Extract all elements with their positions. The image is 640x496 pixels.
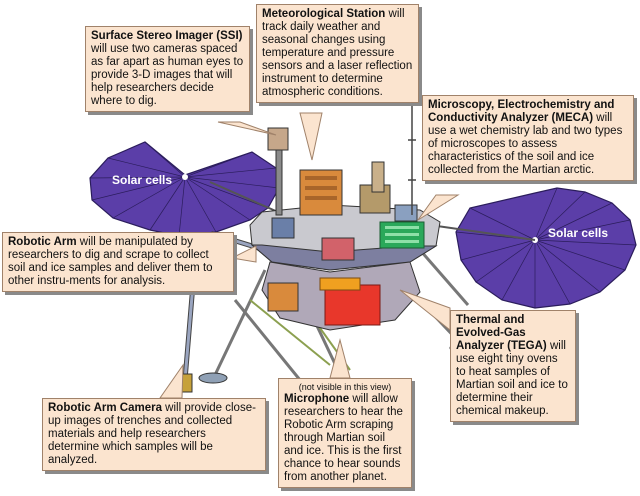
left-solar-panel (89, 141, 280, 237)
left-solar-cells-label: Solar cells (112, 173, 173, 187)
ssi-callout: Surface Stereo Imager (SSI) will use two… (85, 26, 250, 112)
robotic-arm-title: Robotic Arm (8, 236, 77, 248)
right-solar-array (455, 187, 637, 309)
robotic-arm-description: will be manipulated by researchers to di… (8, 236, 213, 287)
right-solar-panel (455, 187, 637, 309)
microphone-description: will allow researchers to hear the Robot… (284, 393, 403, 483)
met-station-callout: Meteorological Station will track daily … (256, 4, 419, 103)
ssi-camera (267, 127, 289, 151)
ssi-description: will use two cameras spaced as far apart… (91, 43, 244, 107)
left-solar-array (89, 141, 280, 237)
met-station-title: Meteorological Station (262, 8, 386, 20)
tega-callout: Thermal and Evolved-Gas Analyzer (TEGA) … (450, 310, 576, 422)
right-solar-cells-label: Solar cells (548, 226, 609, 240)
robotic-arm-camera-description: will provide close-up images of trenches… (48, 402, 256, 466)
tega-description: will use eight tiny ovens to heat sample… (456, 340, 568, 417)
meca-title: Microscopy, Electrochemistry and Conduct… (428, 99, 615, 124)
robotic-arm-camera-callout: Robotic Arm Camera will provide close-up… (42, 398, 266, 471)
robotic-arm-camera-title: Robotic Arm Camera (48, 402, 162, 414)
meca-description: will use a wet chemistry lab and two typ… (428, 112, 623, 176)
met-station-description: will track daily weather and seasonal ch… (262, 8, 413, 98)
meca-callout: Microscopy, Electrochemistry and Conduct… (422, 95, 634, 181)
tega-title: Thermal and Evolved-Gas Analyzer (TEGA) (456, 314, 547, 352)
robotic-arm-callout: Robotic Arm will be manipulated by resea… (2, 232, 234, 292)
microphone-title: Microphone (284, 393, 350, 405)
ssi-title: Surface Stereo Imager (SSI) (91, 30, 243, 42)
tega-box (324, 284, 381, 326)
microphone-visibility-note: (not visible in this view) (298, 382, 392, 392)
microphone-callout: (not visible in this view) Microphone wi… (278, 378, 412, 488)
